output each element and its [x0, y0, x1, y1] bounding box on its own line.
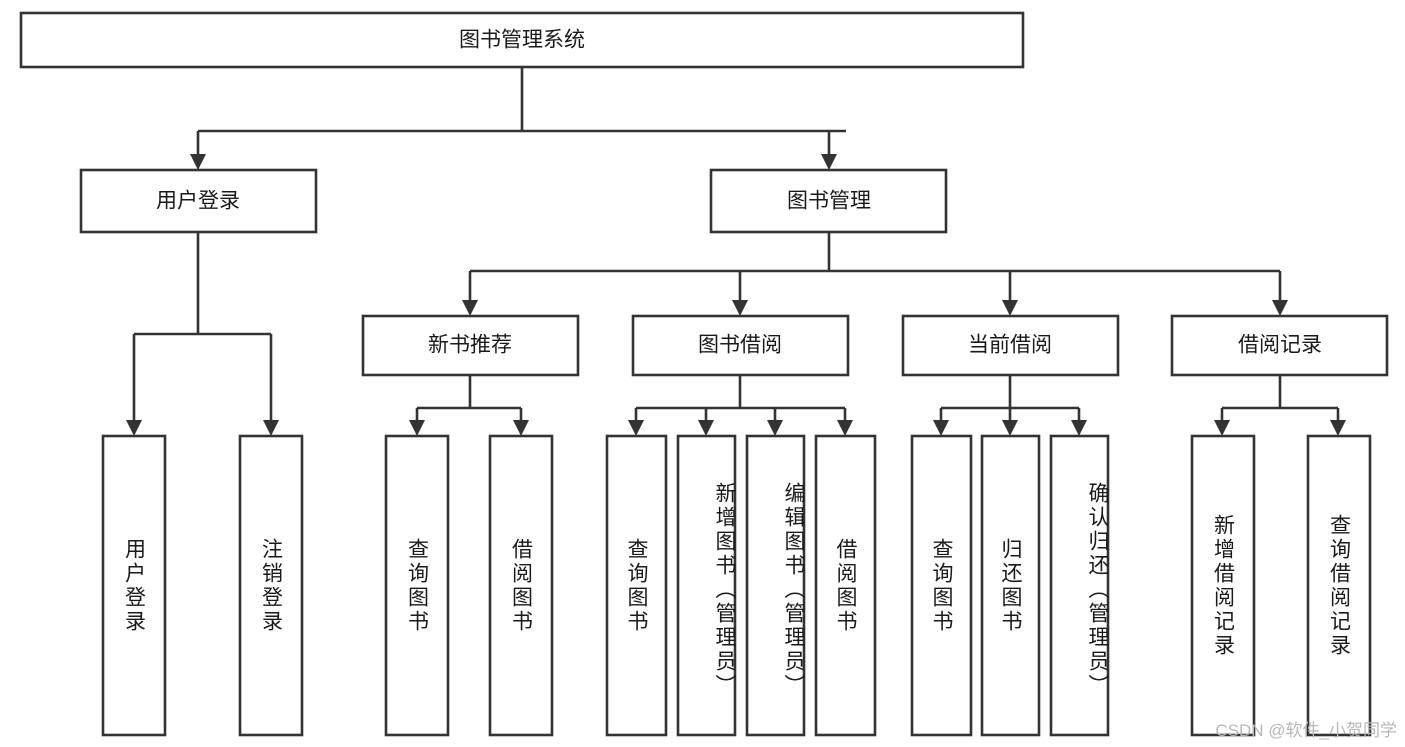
arrow-to-current-borrow [1002, 300, 1018, 316]
node-book-borrow[interactable]: 图书借阅 [631, 314, 850, 377]
leaf-query-book-3-box[interactable] [910, 434, 973, 737]
leaf-query-record-box[interactable] [1306, 434, 1372, 737]
watermark-text: CSDN @软件_小贺同学 [1215, 721, 1397, 740]
arrow-to-leaf-borrow-book-1 [513, 420, 529, 436]
arrow-to-user-login [190, 154, 206, 170]
node-current-borrow-label: 当前借阅 [968, 334, 1052, 357]
leaf-user-login-box[interactable] [101, 434, 167, 737]
leaf-query-book-1-box[interactable] [384, 434, 450, 737]
node-user-login-label: 用户登录 [156, 190, 240, 213]
leaf-logout-box[interactable] [238, 434, 304, 737]
leaf-query-record-label: 查询借阅记录 [1327, 513, 1351, 658]
arrow-to-leaf-query-record [1330, 420, 1346, 436]
node-borrow-record-box[interactable] [1170, 314, 1389, 377]
node-book-manage[interactable]: 图书管理 [709, 168, 948, 234]
node-current-borrow[interactable]: 当前借阅 [901, 314, 1120, 377]
leaf-borrow-book-1-box[interactable] [488, 434, 554, 737]
node-borrow-record-label: 借阅记录 [1238, 334, 1322, 357]
node-root-label: 图书管理系统 [459, 29, 585, 52]
node-book-borrow-label: 图书借阅 [698, 334, 782, 357]
leaf-add-record-label: 新增借阅记录 [1211, 513, 1235, 658]
leaf-user-login-label: 用户登录 [122, 537, 146, 634]
arrow-to-new-book-recommend [462, 300, 478, 316]
leaf-add-record-box[interactable] [1190, 434, 1256, 737]
arrow-to-leaf-query-book-3 [933, 420, 949, 436]
leaf-return-book-label: 归还图书 [999, 537, 1022, 634]
node-borrow-record[interactable]: 借阅记录 [1170, 314, 1389, 377]
node-new-book-recommend[interactable]: 新书推荐 [361, 314, 580, 377]
leaf-add-book-label: 新增图书（管理员） [713, 481, 736, 698]
leaf-borrow-book-1-label: 借阅图书 [509, 537, 533, 634]
leaf-query-book-1-label: 查询图书 [405, 537, 429, 634]
leaf-add-book-box[interactable] [676, 434, 737, 737]
arrow-to-leaf-confirm-return [1071, 420, 1087, 436]
leaf-edit-book-label: 编辑图书（管理员） [782, 481, 805, 698]
leaf-return-book-box[interactable] [980, 434, 1041, 737]
leaf-logout-label: 注销登录 [259, 537, 283, 634]
arrow-to-leaf-edit-book [767, 420, 783, 436]
node-current-borrow-box[interactable] [901, 314, 1120, 377]
node-new-book-recommend-label: 新书推荐 [428, 334, 512, 357]
arrow-to-borrow-record [1272, 300, 1288, 316]
leaf-box-group [101, 434, 1372, 737]
arrow-to-leaf-add-book [698, 420, 714, 436]
node-book-manage-box[interactable] [709, 168, 948, 234]
arrow-to-leaf-borrow-book-2 [837, 420, 853, 436]
node-user-login-box[interactable] [79, 168, 318, 234]
leaf-query-book-3-label: 查询图书 [930, 537, 953, 634]
arrow-to-leaf-user-login [126, 420, 142, 436]
node-root[interactable]: 图书管理系统 [19, 11, 1025, 69]
leaf-confirm-return-box[interactable] [1049, 434, 1110, 737]
connector-group [126, 67, 1346, 436]
arrow-to-leaf-logout [263, 420, 279, 436]
arrow-to-book-manage [821, 154, 837, 170]
arrow-to-leaf-return-book [1002, 420, 1018, 436]
leaf-borrow-book-2-box[interactable] [814, 434, 877, 737]
arrow-to-leaf-query-book-1 [409, 420, 425, 436]
node-root-box[interactable] [19, 11, 1025, 69]
node-book-manage-label: 图书管理 [787, 190, 871, 213]
leaf-query-book-2-box[interactable] [605, 434, 668, 737]
leaf-borrow-book-2-label: 借阅图书 [834, 537, 857, 634]
arrow-to-book-borrow [732, 300, 748, 316]
leaf-edit-book-box[interactable] [745, 434, 806, 737]
leaf-query-book-2-label: 查询图书 [625, 537, 648, 634]
node-book-borrow-box[interactable] [631, 314, 850, 377]
arrow-to-leaf-add-record [1214, 420, 1230, 436]
leaf-confirm-return-label: 确认归还（管理员） [1086, 481, 1109, 698]
arrow-to-leaf-query-book-2 [628, 420, 644, 436]
node-new-book-recommend-box[interactable] [361, 314, 580, 377]
node-user-login[interactable]: 用户登录 [79, 168, 318, 234]
